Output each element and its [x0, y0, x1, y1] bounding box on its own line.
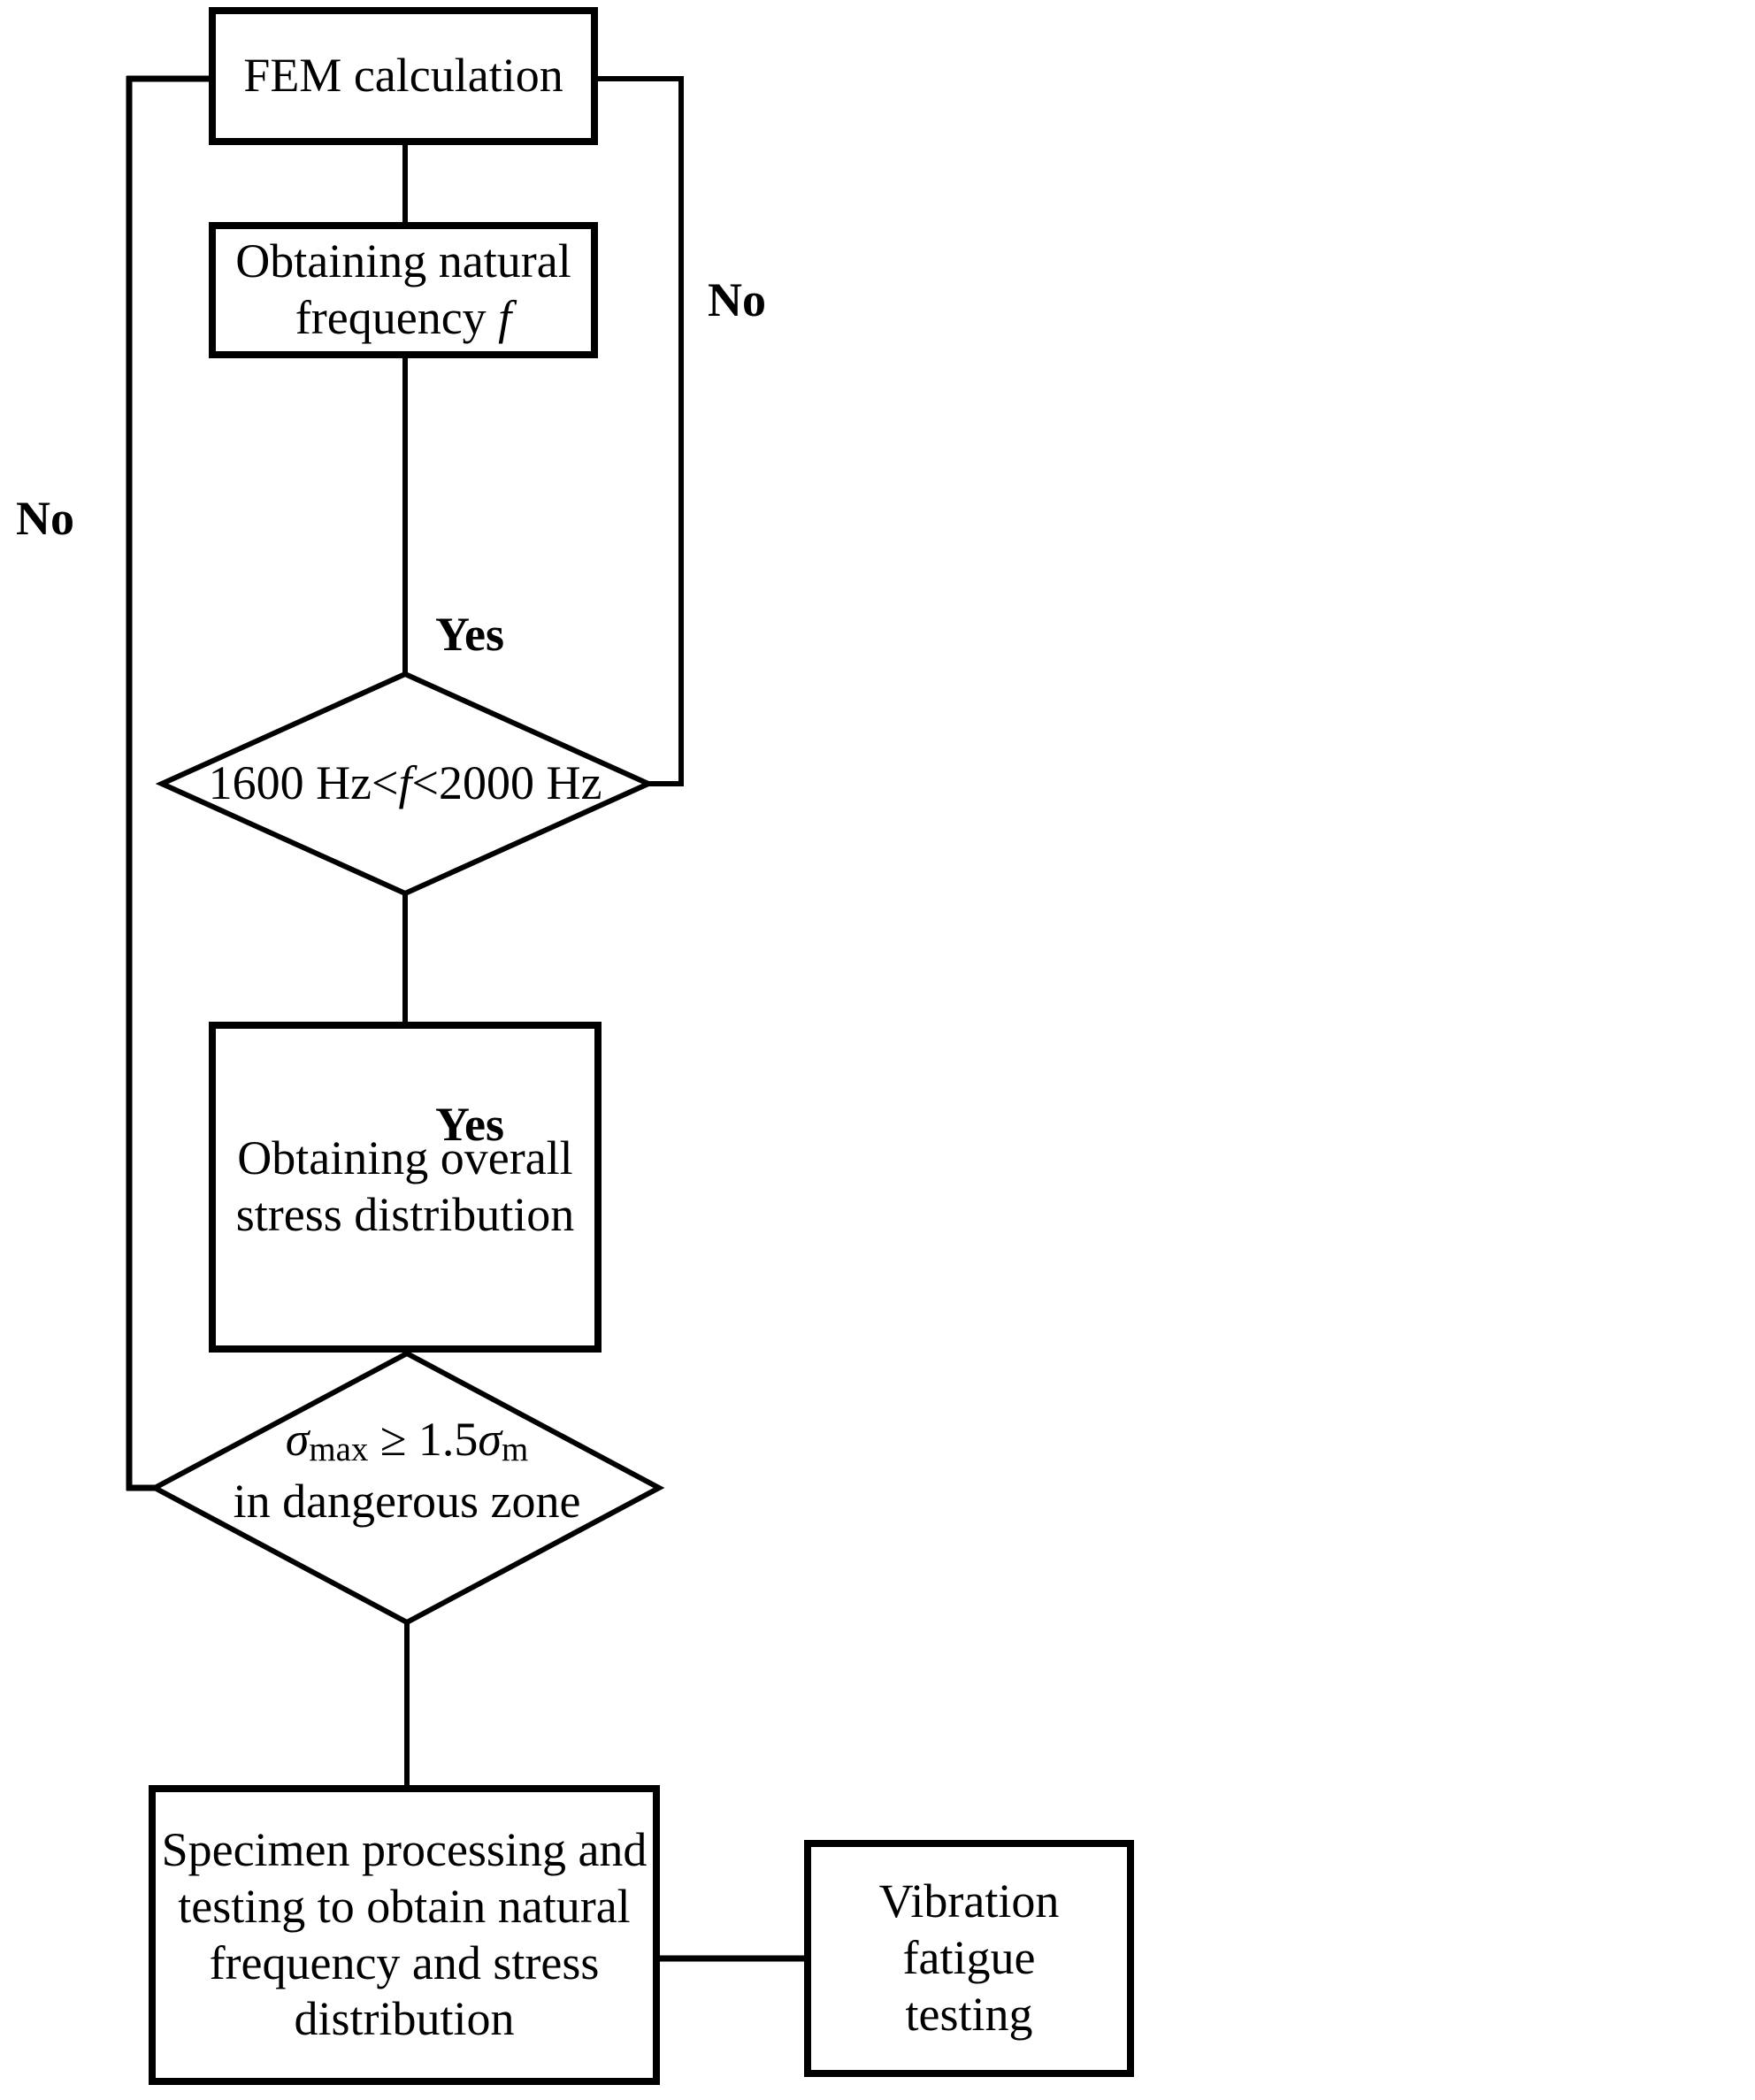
node-specimen-processing-box[interactable] — [149, 1785, 660, 2085]
node-vibration-fatigue-testing-box[interactable] — [804, 1840, 1134, 2077]
node-fem-calculation-box[interactable] — [209, 7, 598, 145]
node-frequency-range-decision-diamond[interactable] — [155, 671, 655, 897]
edge-label-yes-stress: Yes — [435, 1098, 504, 1151]
node-stress-ratio-decision-diamond[interactable] — [149, 1350, 665, 1626]
edge-label-no-right: No — [708, 273, 766, 326]
node-obtaining-natural-frequency-box[interactable] — [209, 222, 598, 358]
edge-label-no-left: No — [16, 492, 74, 545]
edge-label-yes-frequency: Yes — [435, 608, 504, 661]
node-obtaining-overall-stress-distribution-box[interactable] — [209, 1022, 602, 1353]
